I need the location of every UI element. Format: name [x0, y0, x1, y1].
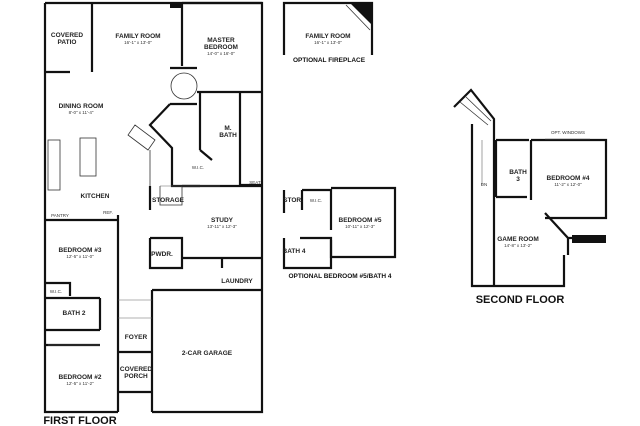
fireplace-family-room-label: FAMILY ROOM — [305, 33, 350, 40]
master-bedroom-label-2: BEDROOM — [204, 44, 238, 51]
second-floor-plan: OPT. WINDOWS DN BATH 3 BEDROOM #4 11'-2"… — [453, 88, 608, 306]
dn-label: DN — [481, 182, 488, 187]
laundry-label: LAUNDRY — [221, 278, 253, 285]
ref-label: REF. — [103, 210, 113, 215]
bedroom2-label: BEDROOM #2 — [59, 374, 102, 381]
covered-patio-label: COVERED — [51, 32, 83, 39]
bedroom2-dims: 12'-5" x 11'-2" — [66, 381, 94, 386]
bath3-label-2: 3 — [516, 176, 520, 183]
optional-fireplace-caption: OPTIONAL FIREPLACE — [293, 57, 366, 64]
kitchen-label: KITCHEN — [81, 193, 110, 200]
bath4-label: BATH 4 — [283, 248, 306, 255]
pwdr-label: PWDR. — [151, 251, 173, 258]
garage-label: 2-CAR GARAGE — [182, 350, 233, 357]
study-label: STUDY — [211, 217, 234, 224]
m-bath-label-2: BATH — [219, 132, 237, 139]
bath3-label: BATH — [509, 169, 527, 176]
bath2-label: BATH 2 — [63, 310, 86, 317]
bed5-wic-label: W.I.C. — [310, 198, 322, 203]
fireplace-family-room-dims: 16'-1" x 13'-0" — [314, 40, 342, 45]
storage-label: STORAGE — [152, 197, 185, 204]
bedroom5-label: BEDROOM #5 — [339, 217, 382, 224]
dining-room-dims: 8'-0" x 11'-4" — [69, 110, 94, 115]
pantry-label: PANTRY — [51, 213, 69, 218]
family-room-dims: 16'-1" x 13'-0" — [124, 40, 152, 45]
covered-porch-label: COVERED — [120, 366, 152, 373]
foyer-label: FOYER — [125, 334, 148, 341]
bedroom5-dims: 10'-11" x 12'-3" — [345, 224, 375, 229]
master-bedroom-label: MASTER — [207, 37, 235, 44]
wic2-label: W.I.C. — [50, 289, 62, 294]
game-room-dims: 14'-8" x 13'-2" — [504, 243, 532, 248]
bedroom4-dims: 11'-2" x 12'-0" — [554, 182, 582, 187]
optional-bedroom5-caption: OPTIONAL BEDROOM #5/BATH 4 — [288, 273, 391, 280]
dining-room-label: DINING ROOM — [59, 103, 104, 110]
first-floor-caption: FIRST FLOOR — [43, 415, 116, 426]
optional-bedroom5-plan: STOR. W.I.C. BEDROOM #5 10'-11" x 12'-3"… — [283, 186, 397, 280]
family-room-label: FAMILY ROOM — [115, 33, 160, 40]
wic-label: W.I.C. — [192, 165, 204, 170]
second-floor-caption: SECOND FLOOR — [476, 294, 565, 306]
opt-windows-label: OPT. WINDOWS — [551, 130, 585, 135]
game-room-label: GAME ROOM — [497, 236, 539, 243]
master-bedroom-dims: 14'-0" x 16'-0" — [207, 51, 235, 56]
seat-label: SEAT — [249, 180, 261, 185]
optional-fireplace-plan: FAMILY ROOM 16'-1" x 13'-0" OPTIONAL FIR… — [282, 1, 374, 64]
study-dims: 13'-11" x 12'-3" — [207, 224, 237, 229]
stor-label: STOR. — [283, 197, 303, 204]
bedroom3-dims: 12'-5" x 11'-0" — [66, 254, 94, 259]
covered-patio-label-2: PATIO — [58, 39, 77, 46]
first-floor-plan: COVERED PATIO FAMILY ROOM 16'-1" x 13'-0… — [43, 1, 264, 426]
bedroom4-label: BEDROOM #4 — [547, 175, 590, 182]
bedroom3-label: BEDROOM #3 — [59, 247, 102, 254]
m-bath-label: M. — [224, 125, 231, 132]
covered-porch-label-2: PORCH — [124, 373, 148, 380]
